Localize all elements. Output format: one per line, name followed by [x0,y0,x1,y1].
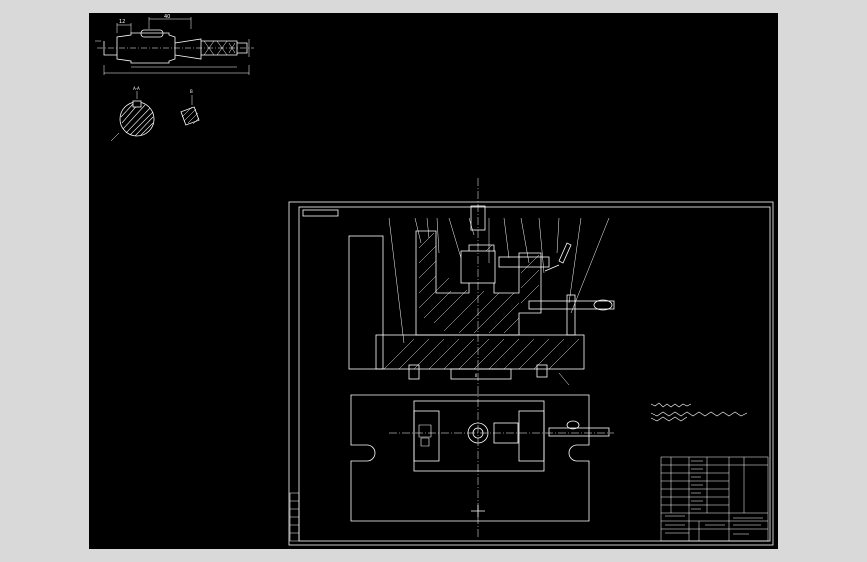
shaft-dimension-lines [95,17,250,75]
top-view-main-block [413,400,545,472]
revision-strip [289,492,300,542]
base-mark: II [475,373,477,378]
section-views: A-A B [110,86,200,142]
fixture-side-plate [348,235,384,370]
top-view-screw [548,427,610,437]
section-keyway-notch [132,100,142,108]
sheet-corner-stamp [302,209,339,217]
fixture-base-key [450,368,512,380]
shaft-outline [103,32,248,64]
technical-notes [650,402,748,422]
top-view-bottom-mark [471,505,485,517]
sheet-outer-border [288,201,774,546]
shaft-section-hatch [120,102,154,137]
dim-label-12: 12 [119,19,125,25]
section-leader-2 [110,132,120,142]
fixture-lever [544,242,572,272]
title-block [660,456,769,542]
shaft-keyway [140,29,164,38]
cad-drawing: 12 40 A-A B [95,14,774,546]
fixture-base-hatch [383,338,580,370]
title-block-grid [661,457,768,541]
sheet-border [288,201,774,546]
top-view-right-block [518,410,545,462]
revision-strip-lines [290,500,299,534]
fixture-clamp-post [566,294,576,336]
sheet-inner-border [298,206,771,542]
notes-scribble-line-3 [650,416,688,422]
cad-drawing-canvas[interactable]: 12 40 A-A B [89,13,778,549]
fixture-foot-right [536,364,548,378]
detail-block-hatch [181,106,200,125]
top-view-knob [566,420,580,430]
shaft-part-drawing: 12 40 [95,14,254,75]
fixture-foot-left [408,364,420,380]
title-block-text-marks [665,460,763,535]
notes-scribble-line-2 [650,411,748,417]
fixture-base-plate [375,334,585,370]
top-view-outline [350,394,590,522]
notes-scribble-line-1 [650,402,692,408]
fixture-knob [593,299,613,311]
section-label: A-A [133,86,140,91]
top-view-left-block [413,410,440,462]
balloon-leaders [388,217,610,386]
top-view-holes [418,424,432,447]
view-label: B [190,89,193,94]
dim-label-40: 40 [164,14,170,20]
fixture-clamp-arm [498,256,550,268]
fixture-front-view: II [348,178,615,538]
title-block-outline [660,456,769,542]
detail-block [180,106,200,126]
fixture-main-body [415,230,542,336]
fixture-clamp-screw [528,300,615,310]
fixture-top-view [350,394,614,522]
